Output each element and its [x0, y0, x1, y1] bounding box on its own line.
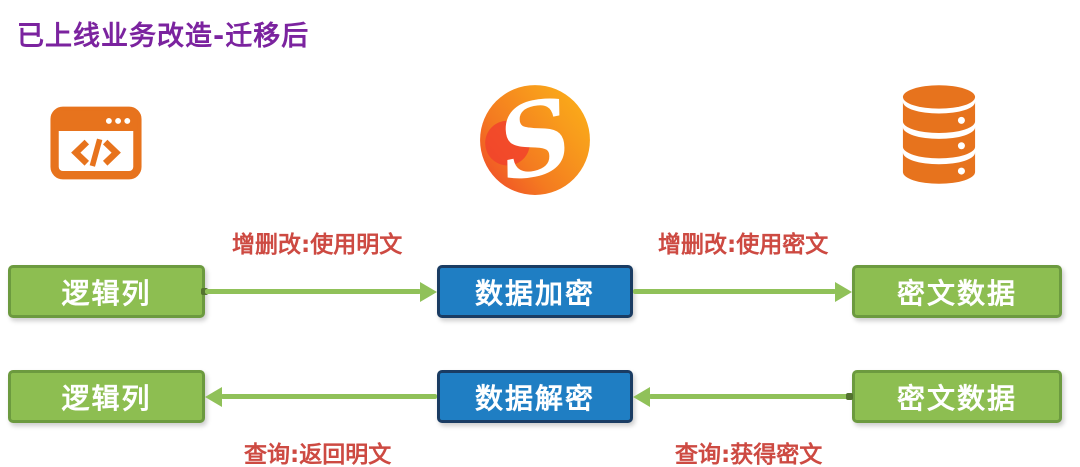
node-cipher-data-row1: 密文数据 — [852, 265, 1062, 318]
connector-nub — [846, 393, 853, 400]
arrow-row2-left-line — [221, 394, 437, 399]
flame-s-logo-svg: S — [480, 74, 590, 205]
code-window-icon — [50, 106, 142, 184]
arrow-row1-left-line — [205, 289, 421, 294]
page-title: 已上线业务改造-迁移后 — [17, 21, 310, 52]
edge-label-bottom-right: 查询:获得密文 — [675, 442, 823, 467]
node-logical-column-row2: 逻辑列 — [8, 370, 205, 423]
edge-label-top-right: 增删改:使用密文 — [658, 232, 829, 258]
arrow-row2-right-line — [649, 394, 852, 399]
node-data-decrypt: 数据解密 — [437, 370, 633, 423]
arrow-row2-right-head — [633, 387, 650, 407]
arrow-row1-right-line — [633, 289, 836, 294]
edge-label-top-left: 增删改:使用明文 — [232, 232, 403, 258]
database-icon — [900, 84, 978, 190]
node-cipher-data-row2: 密文数据 — [852, 370, 1062, 423]
code-window-icon-svg — [50, 106, 142, 180]
connector-nub — [201, 288, 208, 295]
edge-label-bottom-left: 查询:返回明文 — [244, 442, 392, 467]
flame-s-logo-icon: S — [476, 74, 594, 205]
node-data-encrypt: 数据加密 — [437, 265, 633, 318]
node-logical-column-row1: 逻辑列 — [8, 265, 205, 318]
arrow-row1-left-head — [420, 282, 437, 302]
arrow-row2-left-head — [205, 387, 222, 407]
arrow-row1-right-head — [835, 282, 852, 302]
database-icon-svg — [902, 85, 976, 184]
